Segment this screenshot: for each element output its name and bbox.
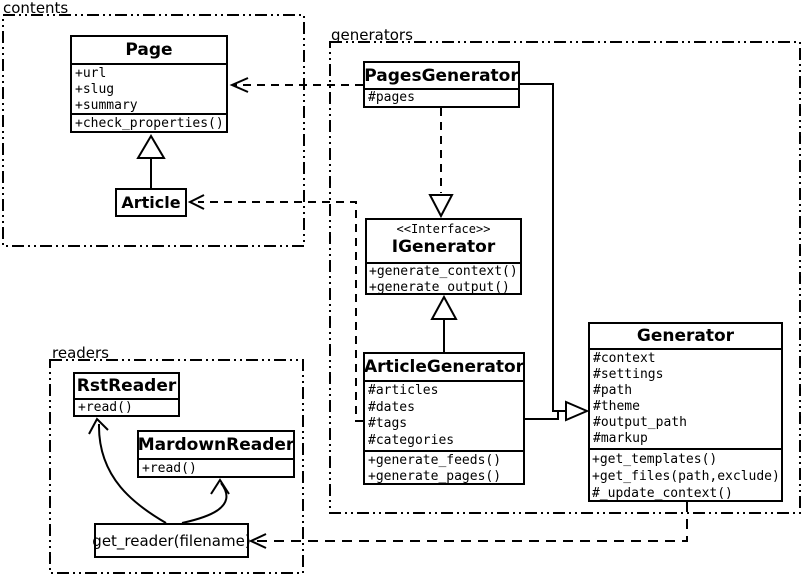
attribute: #pages <box>368 90 415 105</box>
class-generator-methods: +get_templates() +get_files(path,exclude… <box>590 448 781 502</box>
package-border-contents <box>2 14 305 247</box>
attribute: #context <box>593 351 656 366</box>
class-pagesgenerator-attributes: #pages <box>365 88 518 106</box>
dependency-articlegenerator-to-article <box>187 194 363 422</box>
class-igenerator: <<Interface>> IGenerator +generate_conte… <box>365 218 522 295</box>
function-getreader: get_reader(filename) <box>92 523 251 558</box>
class-markdownreader-title: MardownReader <box>137 435 295 455</box>
package-label-contents: contents <box>3 0 69 17</box>
package-label-generators: generators <box>331 26 413 44</box>
realization-pagesgenerator-to-igenerator <box>428 108 454 219</box>
class-rstreader: RstReader +read() <box>73 372 180 417</box>
package-border-generators <box>329 41 801 514</box>
attribute: #tags <box>368 416 408 431</box>
class-generator-title: Generator <box>636 326 735 346</box>
method: +generate_context() <box>369 264 518 279</box>
arrow-getreader-to-markdownreader <box>181 478 230 524</box>
function-getreader-label: get_reader(filename) <box>92 531 251 550</box>
attribute: #settings <box>593 367 664 382</box>
class-page-title: Page <box>125 40 173 60</box>
attribute: #articles <box>368 383 439 398</box>
attribute: #dates <box>368 399 415 415</box>
class-rstreader-title: RstReader <box>76 376 177 396</box>
attribute: +summary <box>75 98 138 113</box>
class-igenerator-methods: +generate_context() +generate_output() <box>367 262 520 295</box>
method: +generate_pages() <box>368 469 502 484</box>
generalization-article-to-page <box>136 134 166 188</box>
class-pagesgenerator: PagesGenerator #pages <box>363 61 520 108</box>
arrow-getreader-to-rstreader <box>88 417 167 524</box>
package-label-readers: readers <box>52 344 109 362</box>
attribute: #theme <box>593 399 640 414</box>
generalization-articlegenerator-to-igenerator <box>430 294 458 352</box>
class-generator: Generator #context #settings #path #them… <box>588 322 783 502</box>
method: +check_properties() <box>75 116 224 131</box>
method: #_update_context() <box>592 486 733 501</box>
generalization-to-generator <box>520 83 590 422</box>
class-article-title: Article <box>121 193 181 212</box>
attribute: +url <box>75 66 107 81</box>
dependency-generator-to-getreader <box>248 502 688 549</box>
class-page-attributes: +url +slug +summary <box>72 63 226 113</box>
method: +read() <box>142 461 197 476</box>
package-border-readers <box>49 359 304 574</box>
class-igenerator-stereotype: <<Interface>> <box>396 222 491 236</box>
class-generator-attributes: #context #settings #path #theme #output_… <box>590 348 781 448</box>
class-igenerator-title: IGenerator <box>391 237 496 257</box>
dependency-pagesgenerator-to-page <box>229 77 363 93</box>
method: +generate_output() <box>369 280 510 295</box>
class-markdownreader-methods: +read() <box>139 458 293 478</box>
class-page: Page +url +slug +summary +check_properti… <box>70 35 228 133</box>
method: +get_files(path,exclude) <box>592 469 780 484</box>
attribute: #categories <box>368 432 455 448</box>
class-articlegenerator-methods: +generate_feeds() +generate_pages() <box>365 450 523 485</box>
class-articlegenerator-title: ArticleGenerator <box>363 357 525 377</box>
class-article: Article <box>115 188 187 217</box>
method: +read() <box>78 400 133 415</box>
attribute: #markup <box>593 431 648 446</box>
method: +generate_feeds() <box>368 453 502 468</box>
class-page-methods: +check_properties() <box>72 113 226 133</box>
class-markdownreader: MardownReader +read() <box>137 430 295 478</box>
class-igenerator-header: <<Interface>> IGenerator <box>367 220 520 262</box>
class-articlegenerator-attributes: #articles #dates #tags #categories <box>365 380 523 450</box>
attribute: #output_path <box>593 415 687 430</box>
method: +get_templates() <box>592 452 718 467</box>
class-rstreader-methods: +read() <box>75 398 178 417</box>
attribute: #path <box>593 383 633 398</box>
class-articlegenerator: ArticleGenerator #articles #dates #tags … <box>363 352 525 485</box>
class-pagesgenerator-title: PagesGenerator <box>364 65 519 86</box>
attribute: +slug <box>75 82 115 97</box>
